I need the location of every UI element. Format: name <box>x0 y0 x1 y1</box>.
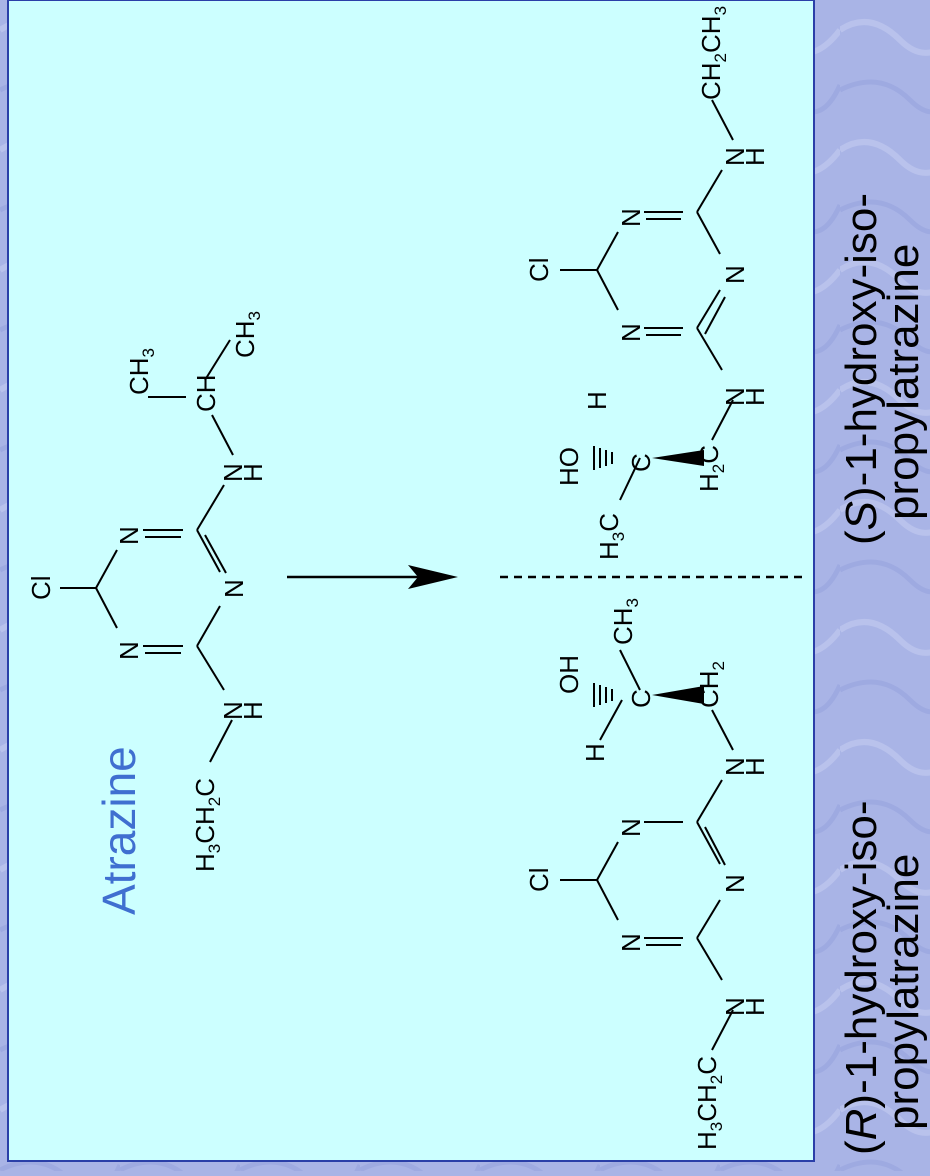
atrazine-n1-label: N <box>114 526 144 545</box>
s-h3c-label: H3C <box>594 513 628 560</box>
r-nh1-n: N <box>720 757 750 776</box>
s-cl-label: Cl <box>524 257 554 282</box>
r-n2-label: N <box>616 933 646 952</box>
r-product-structure <box>560 649 734 1051</box>
r-n1-label: N <box>616 818 646 837</box>
s-n2-label: N <box>616 323 646 342</box>
atrazine-ch3a-label: CH3 <box>124 348 158 395</box>
atrazine-nh1-h: H <box>238 463 268 482</box>
r-c-label: C <box>626 689 656 708</box>
r-ethyl-label: H3CH2C <box>692 1056 726 1150</box>
atrazine-ethyl-label: H3CH2C <box>190 778 224 872</box>
s-c-label: C <box>626 453 656 472</box>
s-product-structure <box>560 99 734 501</box>
s-ethyl-label: CH2CH3 <box>696 6 730 100</box>
s-h2c-label: H2C <box>694 445 728 492</box>
r-nh2-h: H <box>740 997 770 1016</box>
atrazine-ch-label: CH <box>191 374 221 412</box>
atrazine-ch3b-label: CH3 <box>230 311 264 358</box>
r-h-label: H <box>580 743 610 762</box>
s-name-line1: (S)-1-hydroxy-iso- <box>837 193 886 545</box>
r-cl-label: Cl <box>524 867 554 892</box>
s-wedge-bond <box>652 450 704 466</box>
reaction-arrow <box>287 565 458 589</box>
s-nh1-n: N <box>720 147 750 166</box>
r-nh2-n: N <box>720 997 750 1016</box>
s-n1-label: N <box>616 208 646 227</box>
s-nh2-h: H <box>740 387 770 406</box>
s-hash-bond <box>593 446 613 470</box>
atrazine-cl-label: Cl <box>26 575 56 600</box>
atrazine-nh1-n: N <box>218 463 248 482</box>
s-h-label: H <box>582 391 612 410</box>
r-name-line2: propylatrazine <box>879 854 928 1130</box>
atrazine-structure <box>60 339 234 763</box>
atrazine-n3-label: N <box>219 579 249 598</box>
atrazine-nh2-h: H <box>238 701 268 720</box>
r-wedge-bond <box>652 686 704 704</box>
r-n3-label: N <box>720 874 750 893</box>
content-panel <box>7 0 815 1162</box>
s-nh2-n: N <box>720 387 750 406</box>
r-hash-bond <box>593 683 613 707</box>
s-name-line2: propylatrazine <box>879 244 928 520</box>
atrazine-n2-label: N <box>114 641 144 660</box>
s-ho-label: HO <box>554 447 584 486</box>
r-oh-label: OH <box>554 655 584 694</box>
r-ch3-label: CH3 <box>608 598 642 645</box>
atrazine-nh2-n: N <box>218 701 248 720</box>
r-nh1-h: H <box>740 757 770 776</box>
r-ch2-label: CH2 <box>694 661 728 708</box>
s-n3-label: N <box>720 265 750 284</box>
r-name-line1: (R)-1-hydroxy-iso- <box>837 801 886 1155</box>
atrazine-title: Atrazine <box>93 746 145 915</box>
s-nh1-h: H <box>740 147 770 166</box>
